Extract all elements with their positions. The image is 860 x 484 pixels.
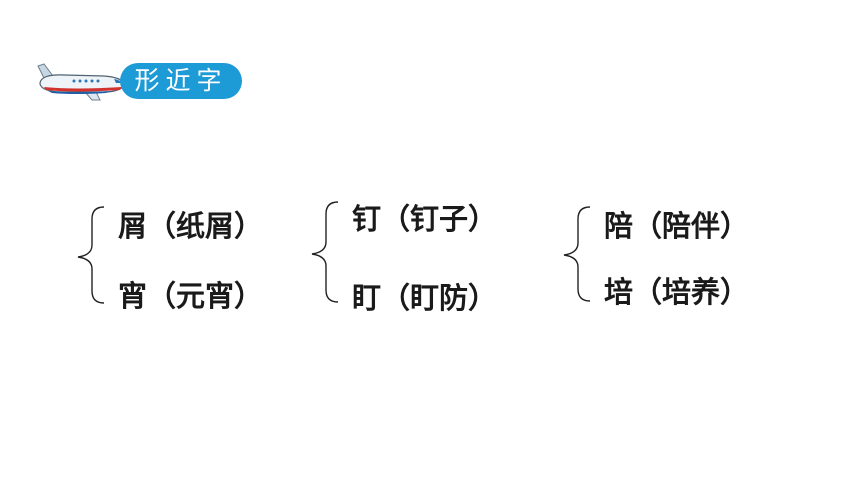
character-group-1: 屑（纸屑） 宵（元宵） [72,205,302,313]
word-bottom: 宵（元宵） [118,279,264,313]
left-brace [311,201,339,303]
left-brace [563,206,591,302]
word-top: 钉（钉子） [352,202,498,236]
word-bottom: 培（培养） [604,275,750,309]
left-brace [77,206,105,304]
section-title: 形近字 [120,63,242,99]
word-top: 陪（陪伴） [604,209,750,243]
section-header: 形近字 [34,56,242,106]
character-group-3: 陪（陪伴） 培（培养） [558,205,788,309]
word-top: 屑（纸屑） [118,209,264,243]
airplane-icon [37,63,127,101]
word-bottom: 盯（盯防） [352,281,498,315]
character-group-2: 钉（钉子） 盯（盯防） [306,200,536,315]
